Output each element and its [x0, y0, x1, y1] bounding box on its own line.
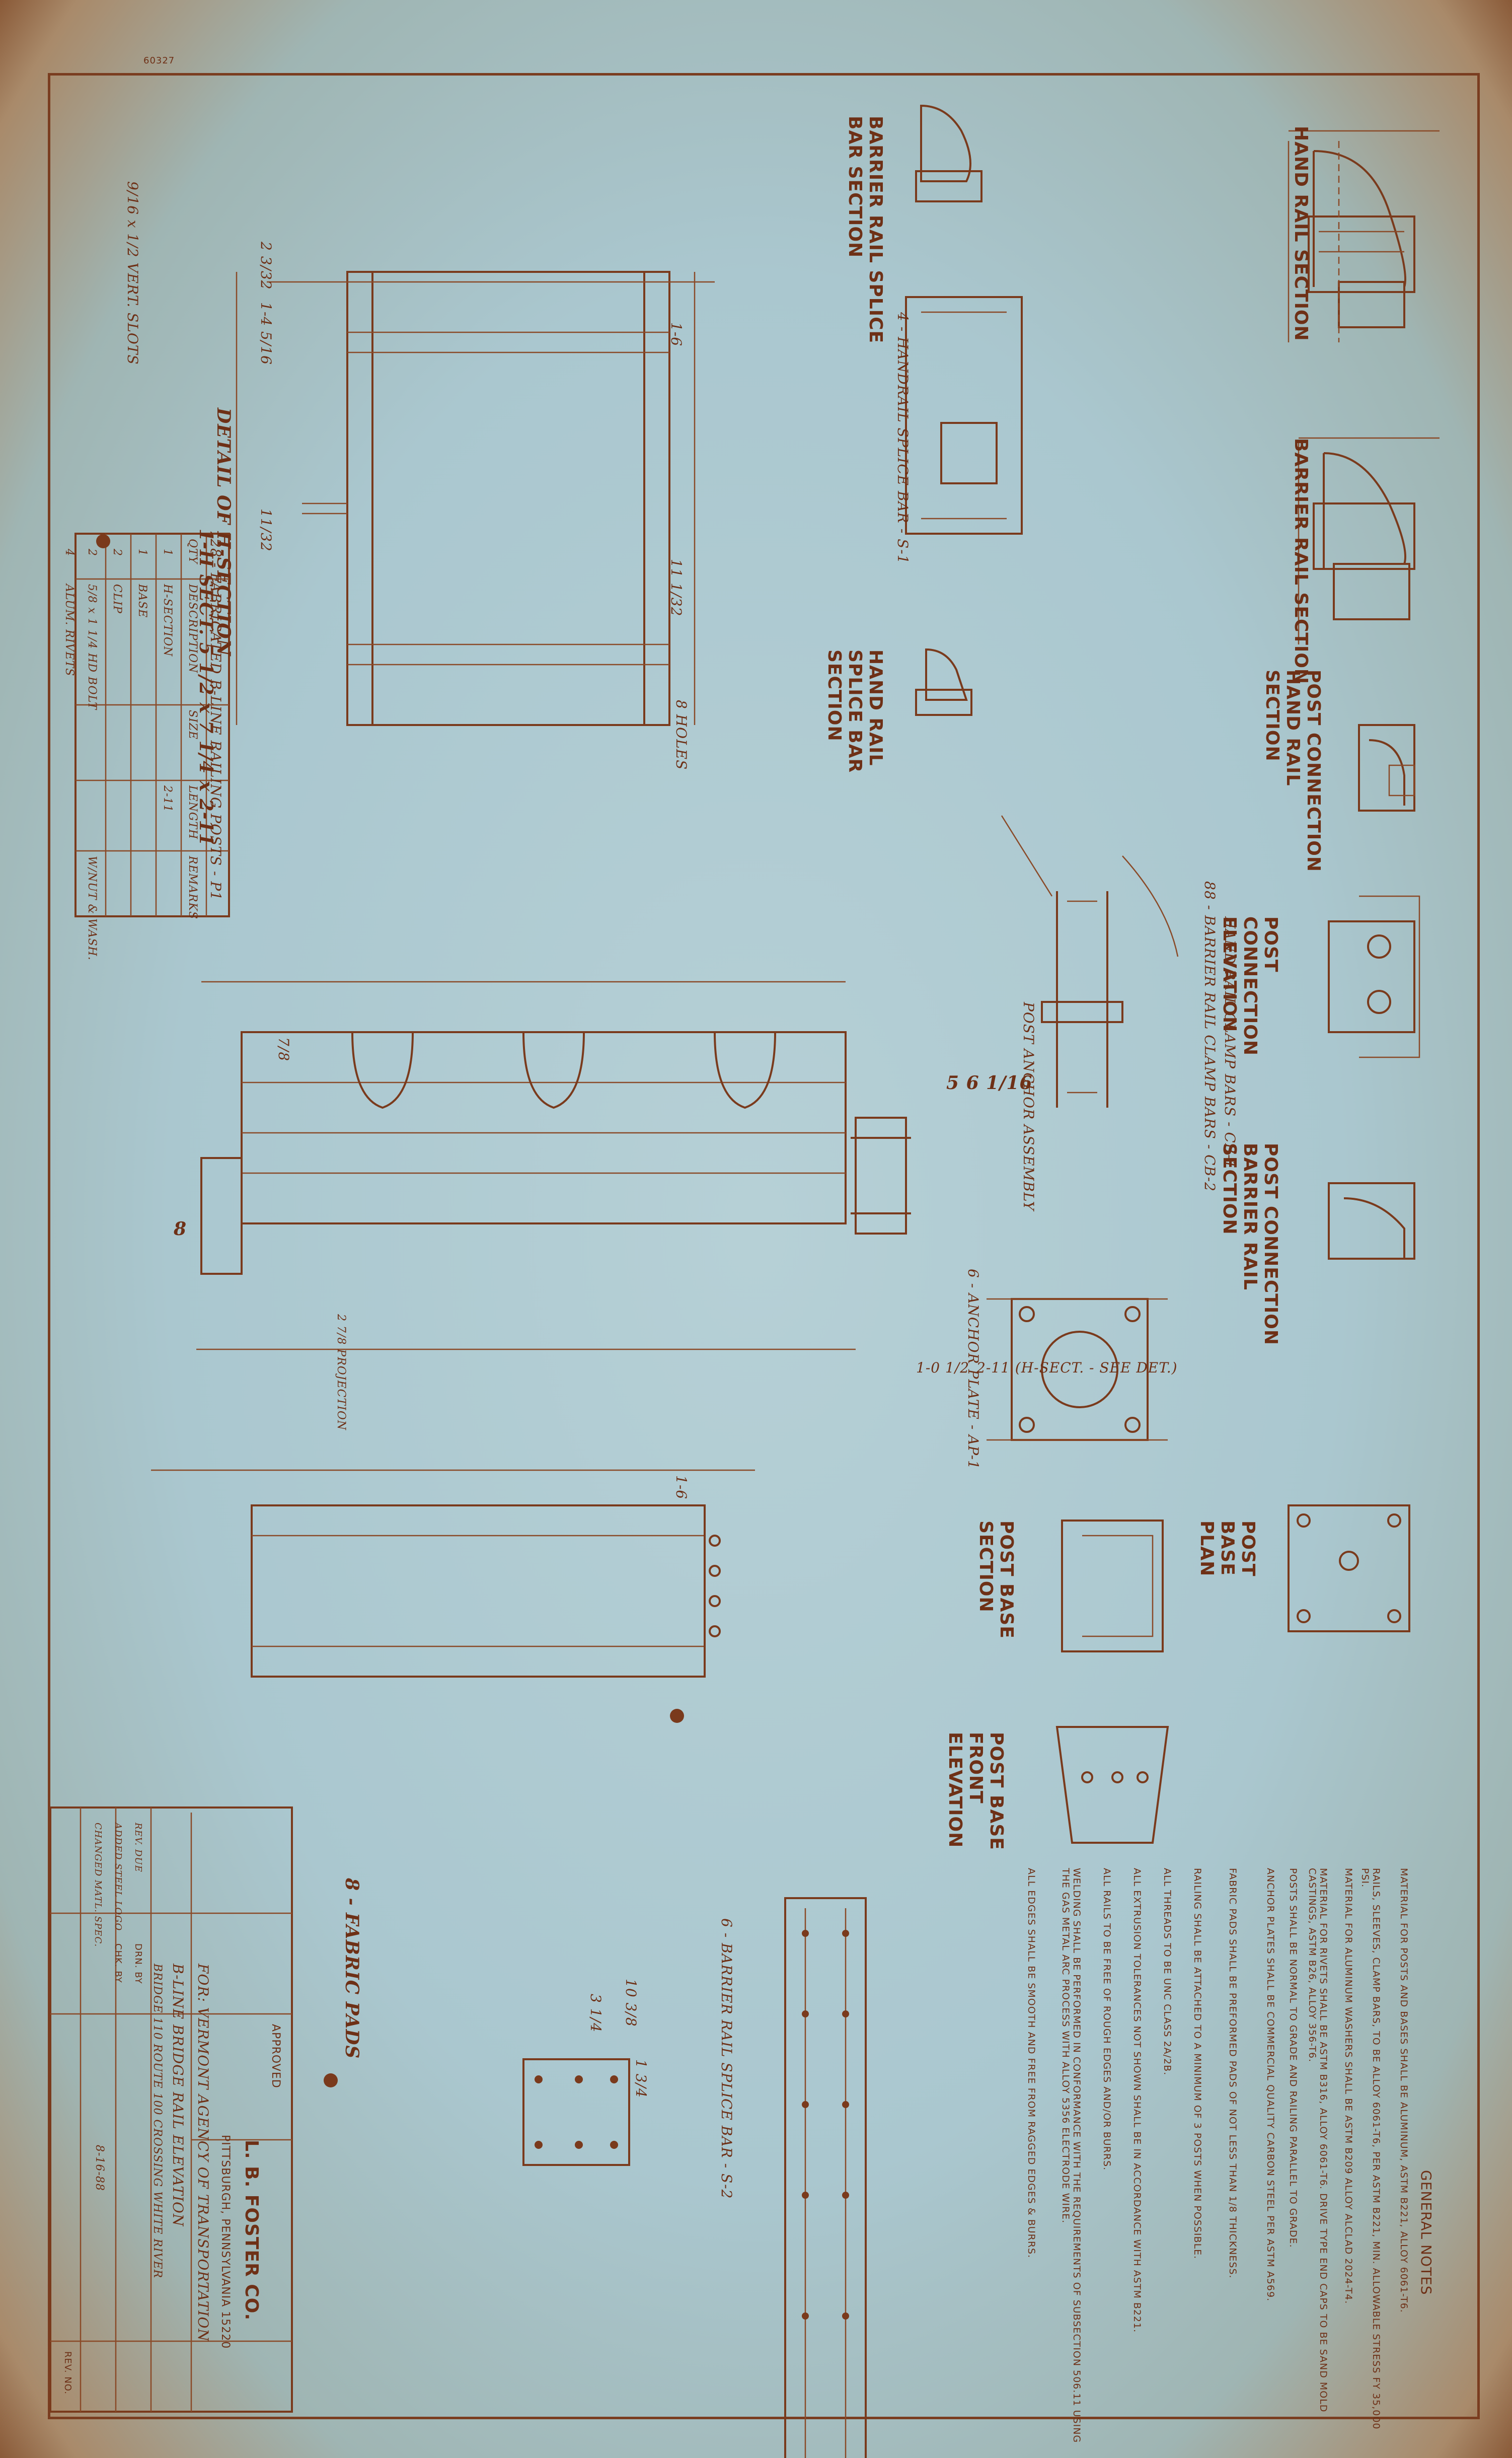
title-for-line: FOR: VERMONT AGENCY OF TRANSPORTATION	[195, 1964, 211, 2342]
barrier-rail-section-view	[1298, 437, 1440, 644]
general-note: POSTS SHALL BE NORMAL TO GRADE AND RAILI…	[1288, 1868, 1299, 2248]
title-block-grid	[49, 1806, 293, 2413]
dimension-label: 3 1/4	[587, 1994, 604, 2033]
table-cell: CLIP	[111, 584, 123, 614]
table-cell: 2	[86, 549, 98, 556]
dimension-label: 9/16 x 1/2 VERT. SLOTS	[124, 181, 141, 365]
title-date: 8-16-88	[93, 2145, 106, 2191]
post-conn-hand-rail-title: POST CONNECTION HAND RAIL SECTION	[1262, 670, 1324, 872]
table-cell: W/NUT & WASH.	[86, 856, 98, 961]
general-note: MATERIAL FOR RIVETS SHALL BE ASTM B316, …	[1307, 1868, 1329, 2413]
post-base-views	[1055, 1504, 1410, 1844]
title-drawn-label: DRN. BY	[133, 1943, 143, 1984]
dimension-label: 11/32	[258, 509, 274, 552]
post-base-section-title: POST BASE SECTION	[975, 1521, 1017, 1639]
general-note: ALL THREADS TO BE UNC CLASS 2A/2B.	[1162, 1868, 1173, 2076]
revision-note: ADDED STEEL LOGO	[113, 1823, 123, 1931]
table-cell: H-SECTION	[161, 584, 174, 657]
company-city: PITTSBURGH, PENNSYLVANIA 15220	[219, 2135, 232, 2349]
clamp-bars-title: 88 - BARRIER RAIL CLAMP BARS - CB-2	[1201, 881, 1218, 1192]
company-name: L. B. FOSTER CO.	[241, 2140, 262, 2321]
title-location: BRIDGE 110 ROUTE 100 CROSSING WHITE RIVE…	[151, 1964, 164, 2279]
hex-marker	[324, 2073, 338, 2087]
general-note: RAILING SHALL BE ATTACHED TO A MINIMUM O…	[1192, 1868, 1203, 2260]
fabric-pads-title: 8 - FABRIC PADS	[341, 1878, 362, 2059]
general-note: ANCHOR PLATES SHALL BE COMMERCIAL QUALIT…	[1265, 1868, 1276, 2302]
table-header-remarks: REMARKS	[186, 856, 199, 920]
table-cell: 1	[161, 549, 174, 556]
post-base-plan-title: POST BASE PLAN	[1196, 1521, 1258, 1577]
dimension-label: 8 HOLES	[673, 700, 690, 770]
anchor-plate-view	[987, 1298, 1168, 1441]
drawing-number: 60327	[143, 55, 175, 66]
revision-note: REV. DUE	[133, 1823, 143, 1872]
clamp-bars-2-title: HAND RAIL CLAMP BARS - CB-1	[1222, 916, 1238, 1170]
table-cell: 5/8 x 1 1/4 HD BOLT	[86, 584, 98, 710]
dimension-label: 2 7/8 PROJECTION	[335, 1314, 347, 1431]
dimension-label: 2-11 (H-SECT. - SEE DET.)	[976, 1359, 1178, 1376]
dimension-label: 11 1/32	[668, 559, 685, 617]
title-project: B-LINE BRIDGE RAIL ELEVATION	[170, 1964, 186, 2227]
general-note: RAILS, SLEEVES, CLAMP BARS, TO BE ALLOY …	[1359, 1868, 1382, 2430]
dimension-label: 5 6 1/16	[946, 1072, 1033, 1094]
title-checked-label: CHK. BY	[113, 1943, 123, 1983]
dimension-label: 1-0 1/2	[916, 1359, 970, 1376]
table-cell: 4	[63, 549, 75, 556]
table-cell: 2	[111, 549, 123, 556]
general-note: FABRIC PADS SHALL BE PREFORMED PADS OF N…	[1227, 1868, 1238, 2279]
drawing-border	[48, 73, 1480, 2419]
barrier-splice-section-title: BARRIER RAIL SPLICE BAR SECTION	[845, 116, 886, 344]
general-note: MATERIAL FOR POSTS AND BASES SHALL BE AL…	[1398, 1868, 1409, 2313]
table-header-qty: QTY	[186, 539, 199, 564]
posts-table-title: 28 - FABRICATED B-LINE RAILING POSTS - P…	[207, 539, 224, 901]
dimension-label: 1-4 5/16	[258, 302, 274, 365]
table-header-size: SIZE	[186, 710, 199, 740]
barrier-splice-bar-view	[784, 1897, 867, 2458]
rail-elevation-view	[196, 981, 911, 1350]
dimension-label: 1-6	[668, 322, 685, 347]
hand-rail-section-view	[1288, 130, 1440, 342]
table-cell: BASE	[136, 584, 148, 618]
table-cell: ALUM. RIVETS	[63, 584, 75, 677]
general-note: ALL EDGES SHALL BE SMOOTH AND FREE FROM …	[1026, 1868, 1037, 2259]
table-cell: 2-11	[161, 785, 174, 813]
hand-rail-splice-section-title: HAND RAIL SPLICE BAR SECTION	[824, 649, 886, 773]
barrier-rail-section-title: BARRIER RAIL SECTION	[1291, 438, 1311, 685]
post-connection-views	[1328, 724, 1420, 1260]
h-section-detail-view	[236, 271, 715, 726]
title-rev-label: REV. NO.	[62, 2351, 73, 2395]
general-notes-title: GENERAL NOTES	[1418, 2170, 1434, 2295]
dimension-label: 7/8	[275, 1037, 292, 1062]
approved-label: APPROVED	[269, 2024, 282, 2088]
post-base-front-title: POST BASE FRONT ELEVATION	[945, 1732, 1007, 1850]
general-note: WELDING SHALL BE PERFORMED IN CONFORMANC…	[1060, 1868, 1082, 2443]
general-note: ALL RAILS TO BE FREE OF ROUGH EDGES AND/…	[1101, 1868, 1112, 2171]
dimension-label: 10 3/8	[623, 1979, 639, 2027]
hand-rail-section-title: HAND RAIL SECTION	[1291, 126, 1311, 341]
table-cell: 1	[136, 549, 148, 556]
table-header-length: LENGTH	[186, 785, 199, 840]
dimension-label: 1-6	[673, 1475, 690, 1500]
post-anchor-assembly-view	[1001, 815, 1179, 1108]
hex-marker	[96, 534, 110, 548]
revision-note: CHANGED MATL. SPEC.	[93, 1823, 103, 1947]
dimension-label: 2 3/32	[258, 242, 274, 290]
dimension-label: 8	[174, 1218, 187, 1240]
dimension-label: 1 3/4	[633, 2059, 649, 2098]
general-note: ALL EXTRUSION TOLERANCES NOT SHOWN SHALL…	[1131, 1868, 1143, 2333]
table-header-description: DESCRIPTION	[186, 584, 199, 674]
general-note: MATERIAL FOR ALUMINUM WASHERS SHALL BE A…	[1343, 1868, 1354, 2304]
lower-post-view	[151, 1469, 755, 1678]
handrail-splice-bar-title: 4 - HANDRAIL SPLICE BAR - S-1	[894, 312, 911, 564]
hex-marker	[670, 1709, 684, 1723]
post-conn-barrier-title: POST CONNECTION BARRIER RAIL SECTION	[1219, 1143, 1281, 1345]
splice-bar-section-views	[905, 104, 1023, 716]
fabric-pads-view	[522, 2058, 630, 2166]
barrier-splice-bar-title: 6 - BARRIER RAIL SPLICE BAR - S-2	[718, 1918, 735, 2199]
posts-table-grid	[74, 533, 230, 917]
post-anchor-assembly-title: POST ANCHOR ASSEMBLY	[1020, 1002, 1037, 1211]
